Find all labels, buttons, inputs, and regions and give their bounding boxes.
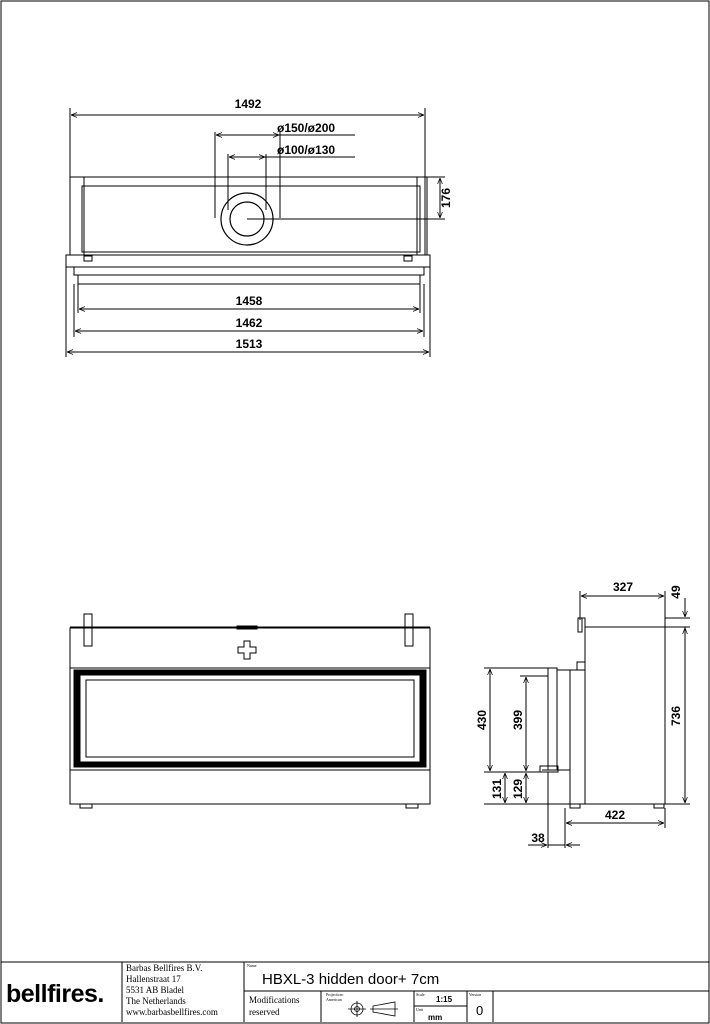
dim-label-399: 399 (511, 710, 525, 730)
projection-label-1: Projection: (326, 992, 344, 997)
flue-cross-icon (237, 640, 257, 660)
dim-label-327: 327 (613, 580, 633, 594)
modifications-line1: Modifications (249, 995, 300, 1005)
unit-value: mm (428, 1013, 442, 1022)
side-view (484, 591, 690, 848)
dim-label-129: 129 (511, 779, 525, 799)
dim-label-176: 176 (439, 188, 453, 208)
side-view-body (584, 626, 666, 805)
dim-label-131: 131 (490, 779, 504, 799)
top-view-labels: 1492 ø150/ø200 ø100/ø130 176 1458 1462 1… (235, 97, 453, 351)
front-view-body (69, 627, 431, 805)
unit-label: Unit (416, 1007, 424, 1012)
scale-value: 1:15 (436, 995, 453, 1004)
dim-label-flue-inner: ø100/ø130 (277, 143, 335, 157)
version-label: Version (469, 992, 481, 997)
dim-label-422: 422 (605, 808, 625, 822)
company-name: Barbas Bellfires B.V. (126, 963, 202, 973)
drawing-title: HBXL-3 hidden door+ 7cm (262, 971, 439, 988)
company-website: www.barbasbellfires.com (126, 1007, 218, 1017)
dim-label-1492: 1492 (235, 97, 262, 111)
dim-label-1462: 1462 (236, 316, 263, 330)
scale-label: Scale (416, 992, 425, 997)
glass-opening (85, 679, 415, 758)
top-view (65, 108, 445, 357)
dim-label-49: 49 (669, 585, 683, 599)
company-street: Hallenstraat 17 (126, 974, 181, 984)
projection-symbol-icon (348, 1001, 398, 1017)
bellfires-logo: bellfires. (6, 980, 104, 1008)
dim-label-1513: 1513 (236, 337, 263, 351)
dim-label-430: 430 (475, 710, 489, 730)
side-view-labels: 327 49 736 430 399 131 129 422 38 (475, 580, 683, 845)
dim-label-736: 736 (669, 706, 683, 726)
dim-label-38: 38 (531, 831, 545, 845)
front-view (69, 613, 431, 809)
modifications-line2: reserved (249, 1007, 280, 1017)
company-postcode: 5531 AB Bladel (126, 985, 184, 995)
dim-label-flue-outer: ø150/ø200 (277, 121, 335, 135)
projection-label-2: American (326, 997, 342, 1002)
name-label: Name (247, 963, 257, 968)
title-block-text: bellfires. Barbas Bellfires B.V. Hallens… (6, 963, 483, 1022)
top-view-body (69, 176, 426, 256)
company-country: The Netherlands (126, 996, 186, 1006)
dim-label-1458: 1458 (236, 294, 263, 308)
version-value: 0 (476, 1003, 483, 1018)
title-block (1, 961, 709, 1022)
